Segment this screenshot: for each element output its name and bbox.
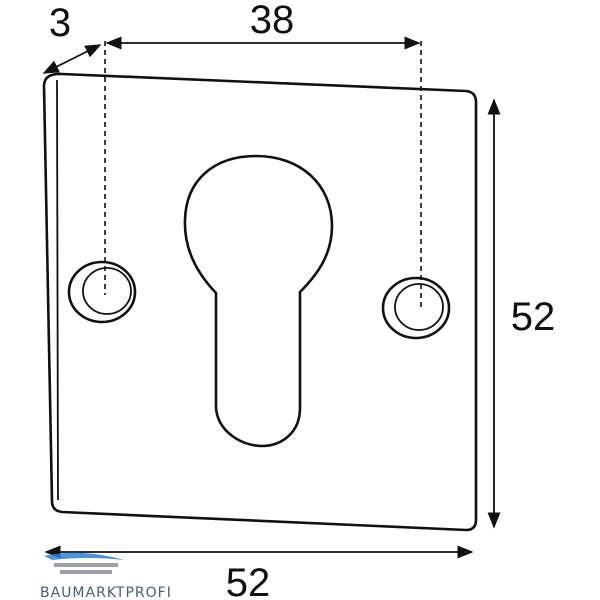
screw-hole-left-icon: [67, 260, 137, 324]
screw-hole-right-icon: [381, 276, 451, 340]
dimension-label-width: 52: [226, 561, 271, 600]
keyhole-cutout-icon: [183, 154, 334, 448]
brand-name: BAUMARKTPROFI: [40, 585, 172, 600]
dimension-label-thickness: 3: [49, 1, 71, 45]
dimension-label-height: 52: [511, 295, 556, 339]
dimension-label-hole-spacing: 38: [250, 0, 295, 42]
dimension-line-thickness: [42, 44, 102, 74]
plate-thickness-edge: [56, 79, 59, 501]
brand-logo-icon: [44, 552, 124, 574]
